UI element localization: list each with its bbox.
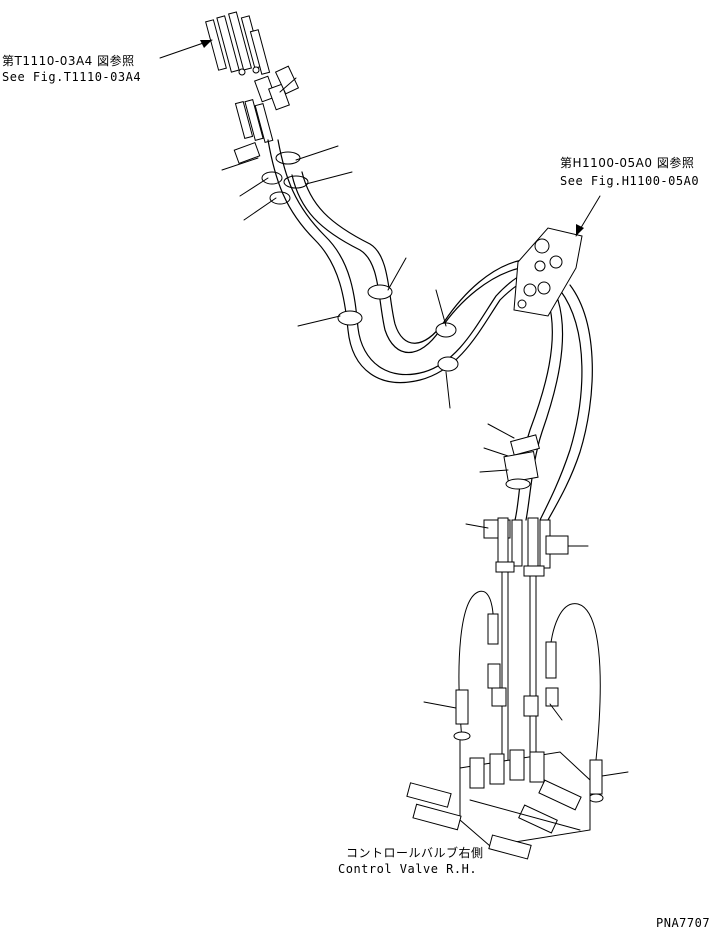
right-manifold-block	[513, 227, 583, 317]
ref-top-en: See Fig.T1110-03A4	[2, 70, 142, 84]
swivel-fittings	[483, 517, 569, 577]
ref-right-en: See Fig.H1100-05A0	[560, 174, 700, 188]
control-valve-label-en: Control Valve R.H.	[338, 862, 478, 876]
leader-lines	[159, 39, 629, 777]
ref-top-jp: 第T1110-03A4 図参照	[2, 54, 135, 68]
top-fitting-group	[205, 11, 271, 86]
mid-clamps	[337, 284, 459, 372]
control-valve-body	[406, 749, 591, 860]
hose-runs	[267, 139, 593, 521]
drawing-code: PNA7707	[656, 916, 711, 930]
lower-clamp-block	[503, 434, 540, 490]
control-valve-label-jp: コントロールバルブ右側	[346, 846, 484, 860]
ref-right-jp: 第H1100-05A0 図参照	[560, 156, 695, 170]
upper-hose-fittings	[233, 65, 309, 205]
